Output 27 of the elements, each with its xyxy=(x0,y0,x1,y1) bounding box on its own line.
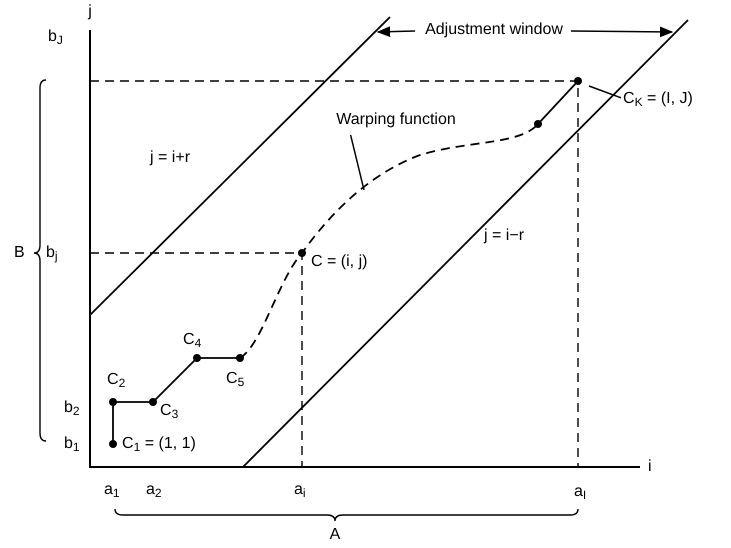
annotation-text: Adjustment window xyxy=(425,20,563,40)
axis-label: C$_{4}$ xyxy=(183,332,202,348)
axis-label: a$_{1}$ xyxy=(104,482,120,498)
axis-label: C = (i, j) xyxy=(311,254,368,270)
axis-label: b$_{j}$ xyxy=(46,245,58,261)
axis-label: C$_{1}$ = (1, 1) xyxy=(122,436,196,452)
axis-label: C$_{2}$ xyxy=(107,372,126,388)
axis-label: b$_{2}$ xyxy=(64,400,80,416)
axis-label: a$_{I}$ xyxy=(574,484,586,500)
annotation-text: Warping function xyxy=(336,110,456,130)
axis-label: C$_{5}$ xyxy=(226,371,244,387)
axis-label: j = i+r xyxy=(150,150,190,166)
arrow xyxy=(376,26,416,38)
annotation-text: C$_{K}$ = (I, J) xyxy=(623,89,693,111)
axis-label: j xyxy=(88,4,92,20)
leader-line xyxy=(588,85,622,98)
axis-label: b$_{J}$ xyxy=(48,29,63,45)
axis-label: i xyxy=(648,459,652,475)
axis-label: j = i−r xyxy=(484,228,524,244)
leader-line xyxy=(350,134,365,190)
axis-label: A xyxy=(330,527,340,543)
axis-label: a$_{i}$ xyxy=(294,482,306,498)
arrow xyxy=(570,26,674,38)
axis-label: b$_{1}$ xyxy=(64,436,80,452)
axis-label: a$_{2}$ xyxy=(146,482,162,498)
axis-label: C$_{3}$ xyxy=(160,403,178,419)
axis-label: B xyxy=(14,245,25,261)
